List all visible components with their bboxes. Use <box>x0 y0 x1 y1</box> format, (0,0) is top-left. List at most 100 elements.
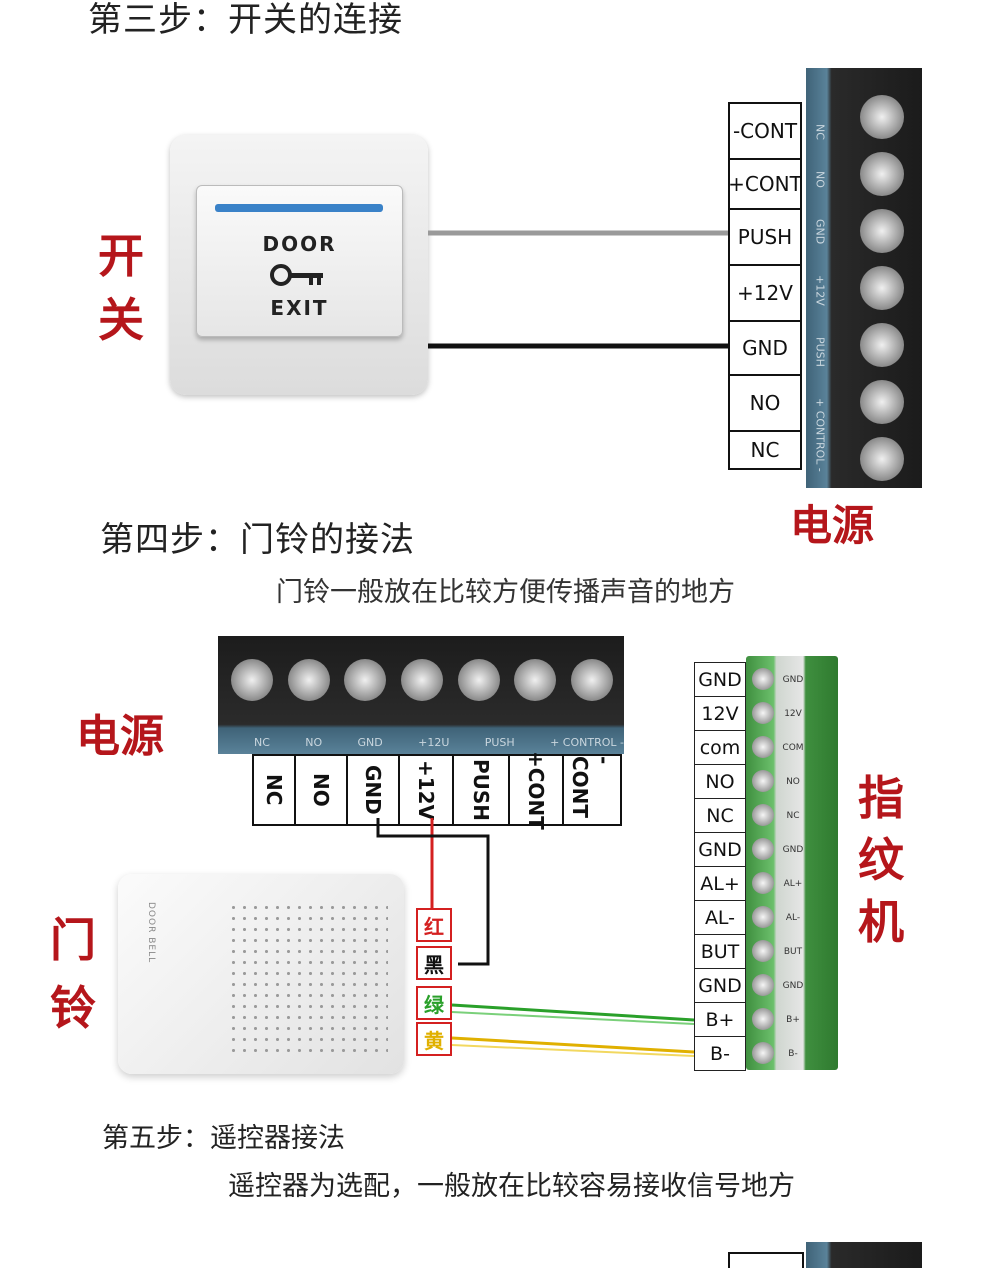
wire-label-green: 绿 <box>416 986 452 1020</box>
fingerprint-label-3: 机 <box>858 895 904 949</box>
terminal-nc: NC <box>252 754 296 826</box>
wire-label-red: 红 <box>416 908 452 942</box>
step3-power-label: 电源 <box>790 501 875 550</box>
fingerprint-label-1: 指 <box>858 771 904 825</box>
silk-push: PUSH <box>484 736 515 749</box>
fp-silk: GND <box>782 674 804 685</box>
screw-icon <box>860 208 904 253</box>
step4-wires <box>376 818 695 1057</box>
screw-icon <box>231 659 274 701</box>
silk-no: NO <box>305 736 323 749</box>
doorbell-text: DOOR BELL <box>146 902 156 964</box>
power-board-horizontal: NC NO GND +12U PUSH + CONTROL - <box>218 636 624 754</box>
screw-icon <box>457 659 500 701</box>
fp-silk: B- <box>788 1048 798 1059</box>
screw-icon <box>400 659 443 701</box>
exit-button-led-strip <box>215 204 383 212</box>
silk-control: + CONTROL - <box>813 398 827 473</box>
exit-button-plate: DOOR EXIT <box>170 135 428 395</box>
terminal-minus-cont: -CONT <box>562 754 622 826</box>
screw-icon <box>287 659 330 701</box>
wire-label-yellow: 黄 <box>416 1022 452 1056</box>
screw-icon <box>752 1008 774 1030</box>
wire-green <box>451 1003 695 1022</box>
fingerprint-terminal-labels: GND 12V com NO NC GND AL+ AL- BUT GND B+… <box>694 662 746 1072</box>
exit-text: EXIT <box>270 296 329 320</box>
silk-12v: +12V <box>813 275 827 307</box>
fp-silk: AL- <box>785 912 801 923</box>
fp-terminal-gnd2: GND <box>694 832 746 867</box>
fp-terminal-com: com <box>694 730 746 765</box>
speaker-grille-icon <box>228 902 388 1052</box>
step5-figure-partial <box>728 1252 804 1268</box>
silk-nc: NC <box>254 736 270 749</box>
terminal-minus-cont: -CONT <box>728 102 802 160</box>
silk-12v: +12U <box>418 736 450 749</box>
fp-silk: 12V <box>784 708 802 719</box>
screw-icon <box>752 974 774 996</box>
step4-terminal-strip: NC NO GND +12V PUSH +CONT -CONT <box>252 751 622 829</box>
screw-icon <box>860 151 904 196</box>
silk-gnd: GND <box>357 736 383 749</box>
screw-icon <box>860 380 904 425</box>
step5-board-partial <box>806 1242 922 1268</box>
screw-icon <box>752 770 774 792</box>
terminal-push: PUSH <box>452 754 510 826</box>
fp-silk: AL+ <box>783 878 803 889</box>
screw-icon <box>860 437 904 482</box>
power-board-vertical: NC NO GND +12V PUSH + CONTROL - <box>806 68 922 488</box>
fp-silk: BUT <box>783 946 803 957</box>
doorbell-label-1: 门 <box>50 913 96 967</box>
screw-icon <box>752 804 774 826</box>
fp-silk: NO <box>786 776 800 787</box>
fp-silk: GND <box>782 844 804 855</box>
terminal-plus-cont: +CONT <box>508 751 564 829</box>
switch-label-1: 开 <box>98 229 144 283</box>
screw-icon <box>752 702 774 724</box>
fp-silk: COM <box>782 742 804 753</box>
step5-heading: 第五步：遥控器接法 <box>102 1123 345 1154</box>
screw-icon <box>752 906 774 928</box>
step4-subheading: 门铃一般放在比较方便传播声音的地方 <box>276 577 735 608</box>
terminal-gnd: GND <box>346 754 400 826</box>
doorbell-device: DOOR BELL <box>118 874 404 1074</box>
terminal-12v: +12V <box>728 264 802 322</box>
step3-terminal-strip: -CONT +CONT PUSH +12V GND NO NC <box>728 102 804 470</box>
fp-silk: NC <box>786 810 800 821</box>
silk-gnd: GND <box>813 218 827 245</box>
wire-black <box>376 818 490 966</box>
screw-icon <box>752 872 774 894</box>
doorbell-label-2: 铃 <box>50 981 96 1035</box>
screw-icon <box>860 323 904 368</box>
terminal-plus-cont: +CONT <box>728 158 802 210</box>
step4-heading: 第四步：门铃的接法 <box>100 520 415 560</box>
fp-terminal-no: NO <box>694 764 746 799</box>
fp-silk: GND <box>782 980 804 991</box>
screw-icon <box>752 736 774 758</box>
fp-terminal-gnd: GND <box>694 662 746 697</box>
screw-icon <box>860 94 904 139</box>
silk-no: NO <box>813 170 827 188</box>
step5-subheading: 遥控器为选配，一般放在比较容易接收信号地方 <box>228 1171 795 1202</box>
terminal-nc: NC <box>728 430 802 470</box>
fingerprint-label-2: 纹 <box>858 833 904 887</box>
fp-terminal-but: BUT <box>694 934 746 969</box>
step3-wires <box>428 230 730 349</box>
fp-terminal-b-minus: B- <box>694 1036 746 1071</box>
terminal-push: PUSH <box>728 208 802 266</box>
fp-terminal-nc: NC <box>694 798 746 833</box>
fp-terminal-al-plus: AL+ <box>694 866 746 901</box>
wire-yellow <box>451 1036 695 1054</box>
key-icon <box>270 264 323 286</box>
screw-icon <box>752 940 774 962</box>
screw-icon <box>860 265 904 310</box>
silk-push: PUSH <box>813 337 827 368</box>
screw-icon <box>570 659 613 701</box>
silk-nc: NC <box>813 123 827 140</box>
wire-label-black: 黑 <box>416 946 452 980</box>
terminal-no: NO <box>728 374 802 432</box>
step3-heading: 第三步：开关的连接 <box>88 0 403 40</box>
fp-terminal-b-plus: B+ <box>694 1002 746 1037</box>
fp-silk: B+ <box>786 1014 800 1025</box>
screw-icon <box>752 668 774 690</box>
